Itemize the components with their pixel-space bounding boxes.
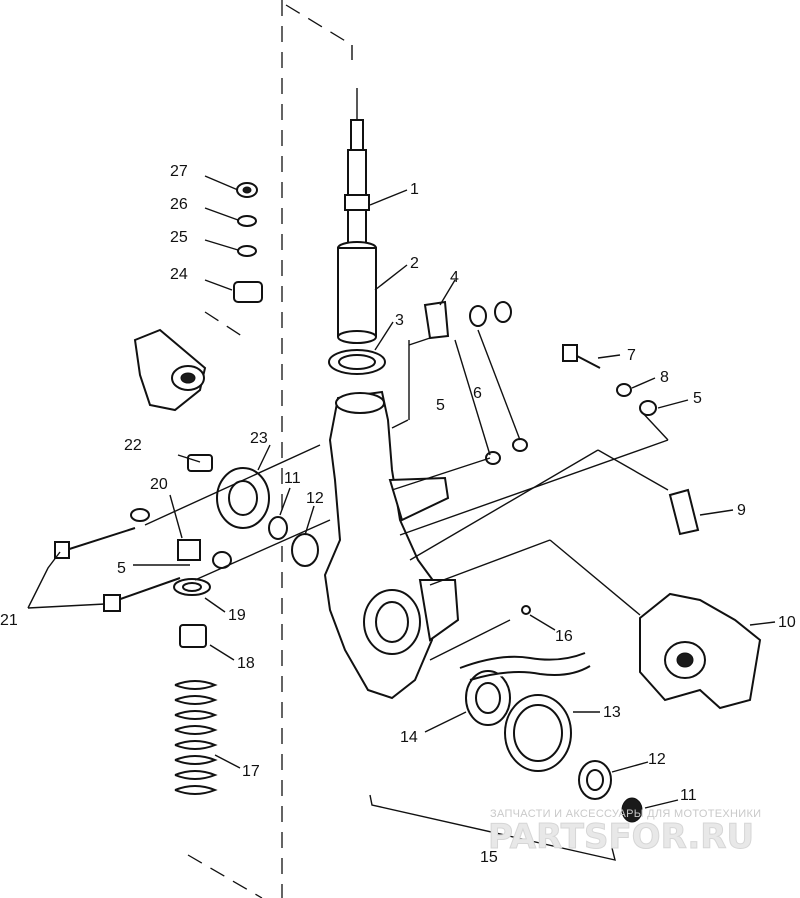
- label-3: 3: [395, 312, 404, 329]
- leader-lines: [27, 175, 776, 861]
- label-11a: 11: [284, 470, 301, 487]
- label-7: 7: [627, 347, 636, 364]
- part-number-labels: 1 2 3 4 5 6 7 8 5 9 10 11 12 13 12 11 14…: [0, 163, 796, 866]
- label-25: 25: [170, 229, 188, 246]
- label-26: 26: [170, 196, 188, 213]
- label-24: 24: [170, 266, 188, 283]
- control-arm-bracket: [133, 328, 207, 412]
- label-2: 2: [410, 255, 419, 272]
- label-4: 4: [450, 269, 459, 286]
- label-16: 16: [555, 628, 573, 645]
- label-11b: 11: [680, 787, 697, 804]
- label-5a: 5: [436, 397, 445, 414]
- label-19: 19: [228, 607, 246, 624]
- nut-stack: [233, 182, 263, 303]
- center-lines: [187, 0, 353, 898]
- label-12a: 12: [306, 490, 324, 507]
- label-1: 1: [410, 181, 419, 198]
- label-15: 15: [480, 849, 498, 866]
- label-27: 27: [170, 163, 188, 180]
- label-18: 18: [237, 655, 255, 672]
- steering-knuckle: [323, 390, 460, 700]
- label-21: 21: [0, 612, 18, 629]
- label-5b: 5: [693, 390, 702, 407]
- label-14: 14: [400, 729, 418, 746]
- label-5c: 5: [117, 560, 126, 577]
- label-22: 22: [124, 437, 142, 454]
- hub-bearings: [459, 605, 643, 823]
- label-17: 17: [242, 763, 260, 780]
- label-9: 9: [737, 502, 746, 519]
- watermark-tagline: ЗАПЧАСТИ И АКСЕССУАРЫ ДЛЯ МОТОТЕХНИКИ: [490, 808, 761, 820]
- label-10: 10: [778, 614, 796, 631]
- watermark-logo: PARTSFOR.RU: [488, 817, 754, 857]
- strut-assembly: [328, 88, 386, 375]
- label-12b: 12: [648, 751, 666, 768]
- label-23: 23: [250, 430, 268, 447]
- watermark: ЗАПЧАСТИ И АКСЕССУАРЫ ДЛЯ МОТОТЕХНИКИ PA…: [488, 808, 762, 858]
- brake-caliper: [639, 592, 762, 710]
- right-fasteners: [423, 300, 700, 536]
- label-8: 8: [660, 369, 669, 386]
- label-20: 20: [150, 476, 168, 493]
- lower-fasteners: [54, 508, 232, 795]
- label-6: 6: [473, 385, 482, 402]
- label-13: 13: [603, 704, 621, 721]
- left-bearings: [187, 454, 319, 567]
